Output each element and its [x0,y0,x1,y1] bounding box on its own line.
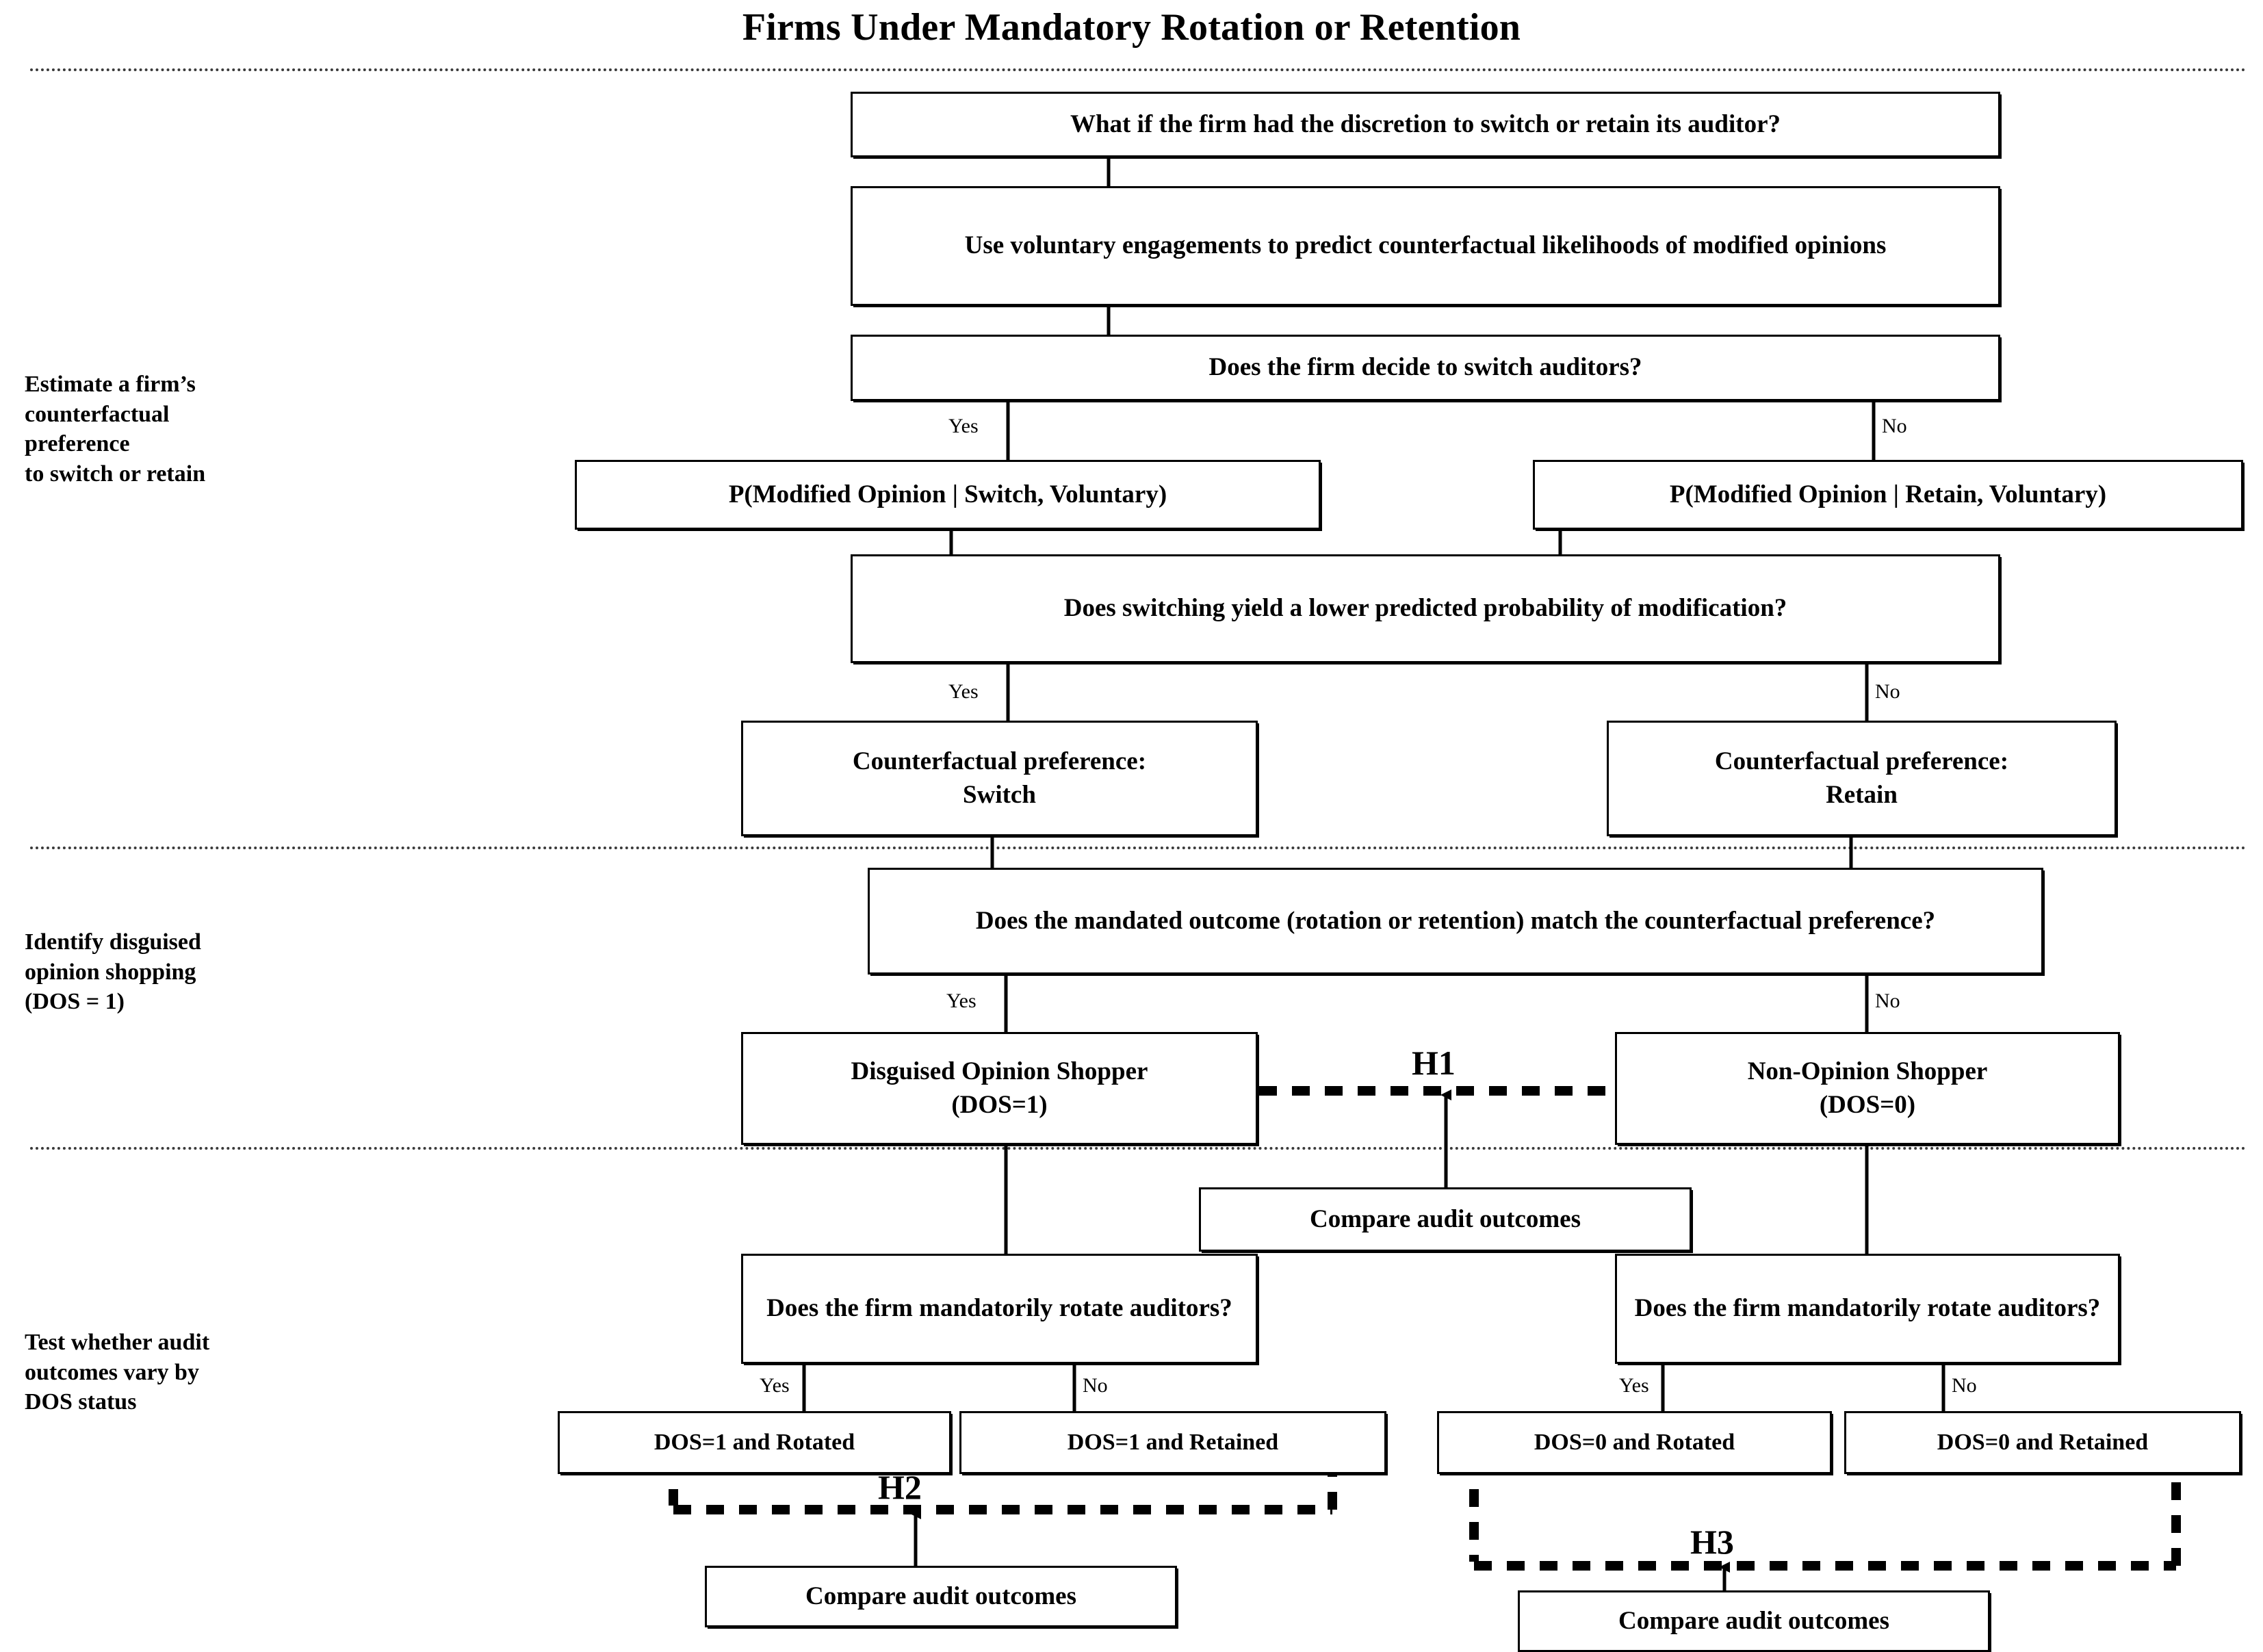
box-compare-audit-outcomes-h2[interactable]: Compare audit outcomes [705,1566,1177,1627]
edge-label-lower-yes: Yes [948,680,979,703]
page-title: Firms Under Mandatory Rotation or Retent… [742,6,1521,49]
section-divider-middle [30,847,2247,849]
hypothesis-label-h3: H3 [1690,1523,1734,1561]
stage-label-estimate: Estimate a firm’s counterfactual prefere… [25,372,206,487]
edge-label-lower-no: No [1875,680,1900,703]
hypothesis-label-h1: H1 [1412,1044,1456,1082]
box-dos1-rotated[interactable]: DOS=1 and Rotated [558,1411,951,1474]
box-compare-audit-outcomes-h1[interactable]: Compare audit outcomes [1199,1187,1692,1252]
section-divider-bottom [30,1147,2247,1150]
box-question-rotate-right[interactable]: Does the firm mandatorily rotate auditor… [1615,1254,2120,1364]
hypothesis-label-h2: H2 [878,1468,922,1506]
box-non-opinion-shopper[interactable]: Non-Opinion Shopper (DOS=0) [1615,1032,2120,1145]
box-question-discretion[interactable]: What if the firm had the discretion to s… [851,92,2000,157]
edge-label-rotate-right-yes: Yes [1619,1374,1649,1397]
box-dos0-rotated[interactable]: DOS=0 and Rotated [1437,1411,1832,1474]
box-dos1-retained[interactable]: DOS=1 and Retained [959,1411,1386,1474]
box-counterfactual-preference-switch[interactable]: Counterfactual preference: Switch [741,721,1258,836]
box-question-mandated-match[interactable]: Does the mandated outcome (rotation or r… [868,868,2043,975]
edge-label-switch-no: No [1882,415,1907,437]
box-prob-modified-switch[interactable]: P(Modified Opinion | Switch, Voluntary) [575,460,1321,530]
section-divider-top [30,68,2247,71]
box-counterfactual-preference-retain[interactable]: Counterfactual preference: Retain [1607,721,2117,836]
stage-label-identify: Identify disguised opinion shopping (DOS… [25,929,201,1015]
edge-label-rotate-right-no: No [1952,1374,1977,1397]
stage-label-test: Test whether audit outcomes vary by DOS … [25,1330,210,1415]
box-use-voluntary-engagements[interactable]: Use voluntary engagements to predict cou… [851,186,2000,306]
box-disguised-opinion-shopper[interactable]: Disguised Opinion Shopper (DOS=1) [741,1032,1258,1145]
box-question-rotate-left[interactable]: Does the firm mandatorily rotate auditor… [741,1254,1258,1364]
edge-label-rotate-left-yes: Yes [760,1374,790,1397]
edge-label-switch-yes: Yes [948,415,979,437]
edge-label-match-no: No [1875,990,1900,1012]
box-prob-modified-retain[interactable]: P(Modified Opinion | Retain, Voluntary) [1533,460,2243,530]
box-dos0-retained[interactable]: DOS=0 and Retained [1844,1411,2241,1474]
edge-label-rotate-left-no: No [1083,1374,1108,1397]
edge-label-match-yes: Yes [946,990,977,1012]
box-question-lower-probability[interactable]: Does switching yield a lower predicted p… [851,554,2000,663]
box-compare-audit-outcomes-h3[interactable]: Compare audit outcomes [1518,1590,1990,1652]
box-question-switch-auditors[interactable]: Does the firm decide to switch auditors? [851,335,2000,401]
